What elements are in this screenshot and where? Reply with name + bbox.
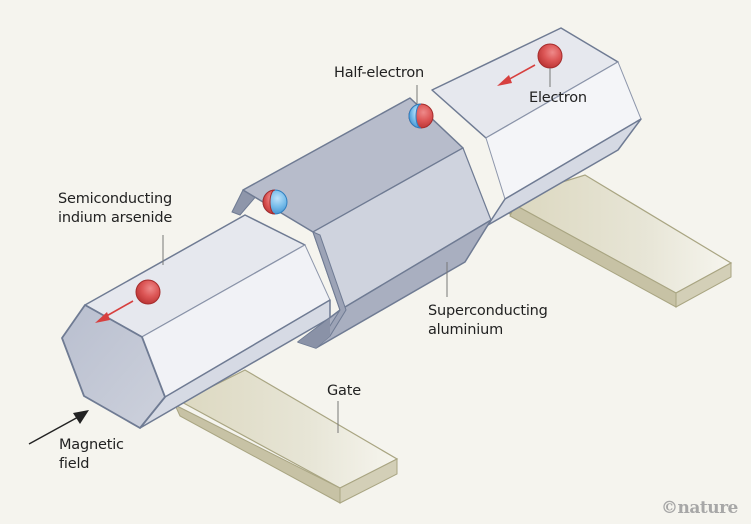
aluminium-shell (231, 97, 492, 349)
electron-right-arrow-shaft (505, 64, 536, 82)
label-semiconducting-indium-arsenide: Semiconducting indium arsenide (58, 191, 173, 226)
electron-right-arrow-head (497, 75, 512, 86)
gate-right (505, 174, 733, 308)
magnetic-field-arrow (28, 410, 89, 445)
label-superconducting-aluminium: Superconducting aluminium (428, 303, 548, 338)
magnetic-arrow-shaft (28, 415, 81, 445)
electron-left (95, 279, 161, 323)
wire-left-end-face (61, 304, 166, 429)
label-gate: Gate (327, 383, 361, 399)
gate-left-side (173, 403, 341, 504)
nanowire-left-segment (61, 214, 331, 429)
label-half-electron: Half-electron (334, 65, 424, 81)
half-electron-left (262, 189, 288, 215)
electron-left-arrow-head (95, 312, 110, 323)
gate-left (173, 369, 399, 504)
wire-right-bottom-face (487, 118, 642, 226)
nature-credit: ©nature (661, 498, 738, 518)
electron-right-sphere (537, 43, 563, 69)
nanowire-right-segment (431, 27, 642, 226)
magnetic-arrow-head (73, 410, 89, 424)
label-magnetic-field: Magnetic field (59, 437, 124, 472)
half-electron-left-red (262, 189, 276, 215)
gate-right-bottom-side (509, 204, 677, 308)
electron-left-sphere (135, 279, 161, 305)
electron-right (497, 43, 563, 86)
label-electron: Electron (529, 90, 587, 106)
half-electron-right-blue (408, 103, 422, 129)
half-electron-right (408, 103, 434, 129)
shell-inner-gap (298, 318, 330, 348)
shell-bottom-face (297, 219, 492, 349)
